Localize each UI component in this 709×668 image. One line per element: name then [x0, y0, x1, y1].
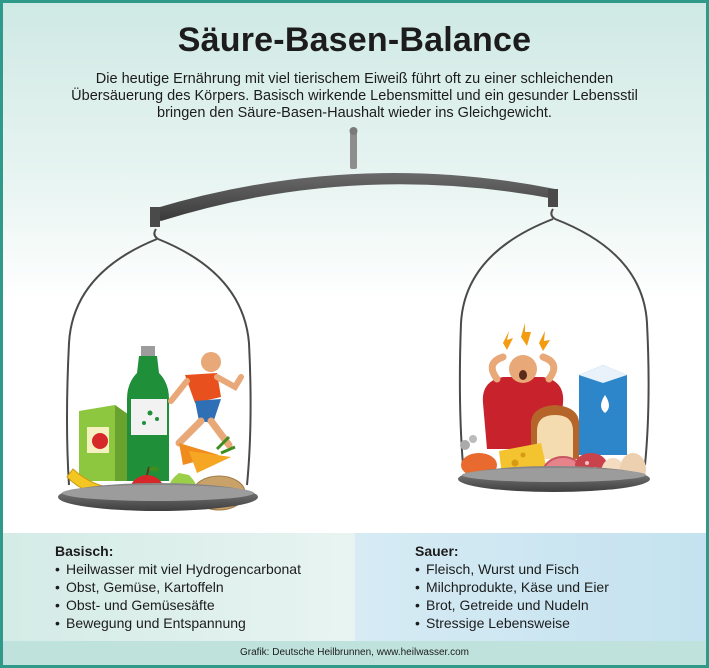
intro-line: Übersäuerung des Körpers. Basisch wirken…	[71, 88, 638, 104]
sauer-heading: Sauer:	[415, 543, 459, 559]
milk-carton-icon	[579, 365, 627, 455]
carrot-icon	[179, 435, 236, 473]
list-item: Heilwasser mit viel Hydrogencarbonat	[55, 560, 301, 578]
sauer-panel: Sauer: Fleisch, Wurst und Fisch Milchpro…	[355, 533, 706, 641]
juice-carton-icon	[79, 405, 129, 481]
balance-scale-illustration	[58, 127, 650, 511]
basisch-list: Heilwasser mit viel Hydrogencarbonat Obs…	[55, 560, 301, 632]
basisch-panel: Basisch: Heilwasser mit viel Hydrogencar…	[3, 533, 355, 641]
intro-line: Die heutige Ernährung mit viel tierische…	[95, 71, 614, 87]
scale-hanger	[349, 127, 358, 169]
list-item: Bewegung und Entspannung	[55, 614, 301, 632]
bread-icon	[530, 405, 580, 459]
running-person-icon	[168, 352, 244, 449]
left-pan-strings	[66, 228, 252, 486]
left-pan-rim	[62, 485, 254, 501]
list-item: Milchprodukte, Käse und Eier	[415, 578, 609, 596]
beam-end-left	[150, 207, 160, 227]
right-pan-contents	[460, 323, 646, 490]
list-item: Stressige Lebensweise	[415, 614, 609, 632]
left-pan-contents	[66, 346, 246, 511]
beam-end-right	[548, 189, 558, 207]
right-pan-strings	[458, 208, 650, 466]
list-item: Obst, Gemüse, Kartoffeln	[55, 578, 301, 596]
list-item: Brot, Getreide und Nudeln	[415, 596, 609, 614]
right-pan-rim	[462, 468, 646, 482]
list-item: Fleisch, Wurst und Fisch	[415, 560, 609, 578]
page-title: Säure-Basen-Balance	[177, 21, 532, 59]
scale-beam	[153, 173, 555, 221]
list-item: Obst- und Gemüsesäfte	[55, 596, 301, 614]
intro-text: Die heutige Ernährung mit viel tierische…	[63, 71, 646, 122]
water-bottle-icon	[127, 346, 169, 481]
intro-line: bringen den Säure-Basen-Haushalt wieder …	[157, 105, 552, 121]
sauer-list: Fleisch, Wurst und Fisch Milchprodukte, …	[415, 560, 609, 632]
basisch-heading: Basisch:	[55, 543, 114, 559]
footer-credit: Grafik: Deutsche Heilbrunnen, www.heilwa…	[3, 641, 706, 665]
